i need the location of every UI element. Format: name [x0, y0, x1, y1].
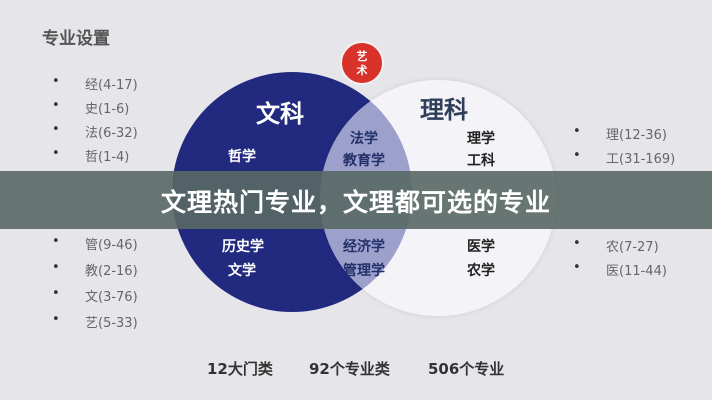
headline-text: 文理热门专业，文理都可选的专业	[160, 188, 551, 217]
venn-item: 文学	[228, 263, 256, 279]
venn-item: 历史学	[222, 239, 264, 255]
section-title: 专业设置	[42, 29, 110, 49]
venn-item: 工科	[467, 153, 495, 169]
venn-item: 理学	[467, 131, 495, 147]
liberal-arts-title: 文科	[256, 100, 304, 128]
stat-majors: 506个专业	[428, 360, 505, 378]
headline-banner: 文理热门专业，文理都可选的专业	[0, 171, 712, 229]
stat-subject-classes: 92个专业类	[309, 360, 390, 378]
science-title: 理科	[420, 96, 468, 124]
venn-item: 农学	[467, 263, 495, 279]
venn-item: 法学	[350, 131, 378, 147]
venn-item: 医学	[467, 239, 495, 255]
venn-item: 管理学	[343, 263, 385, 279]
venn-item: 哲学	[228, 149, 256, 165]
stat-categories: 12大门类	[207, 360, 273, 378]
venn-item: 教育学	[343, 153, 385, 169]
art-badge: 艺术	[340, 41, 384, 85]
venn-item: 经济学	[343, 239, 385, 255]
